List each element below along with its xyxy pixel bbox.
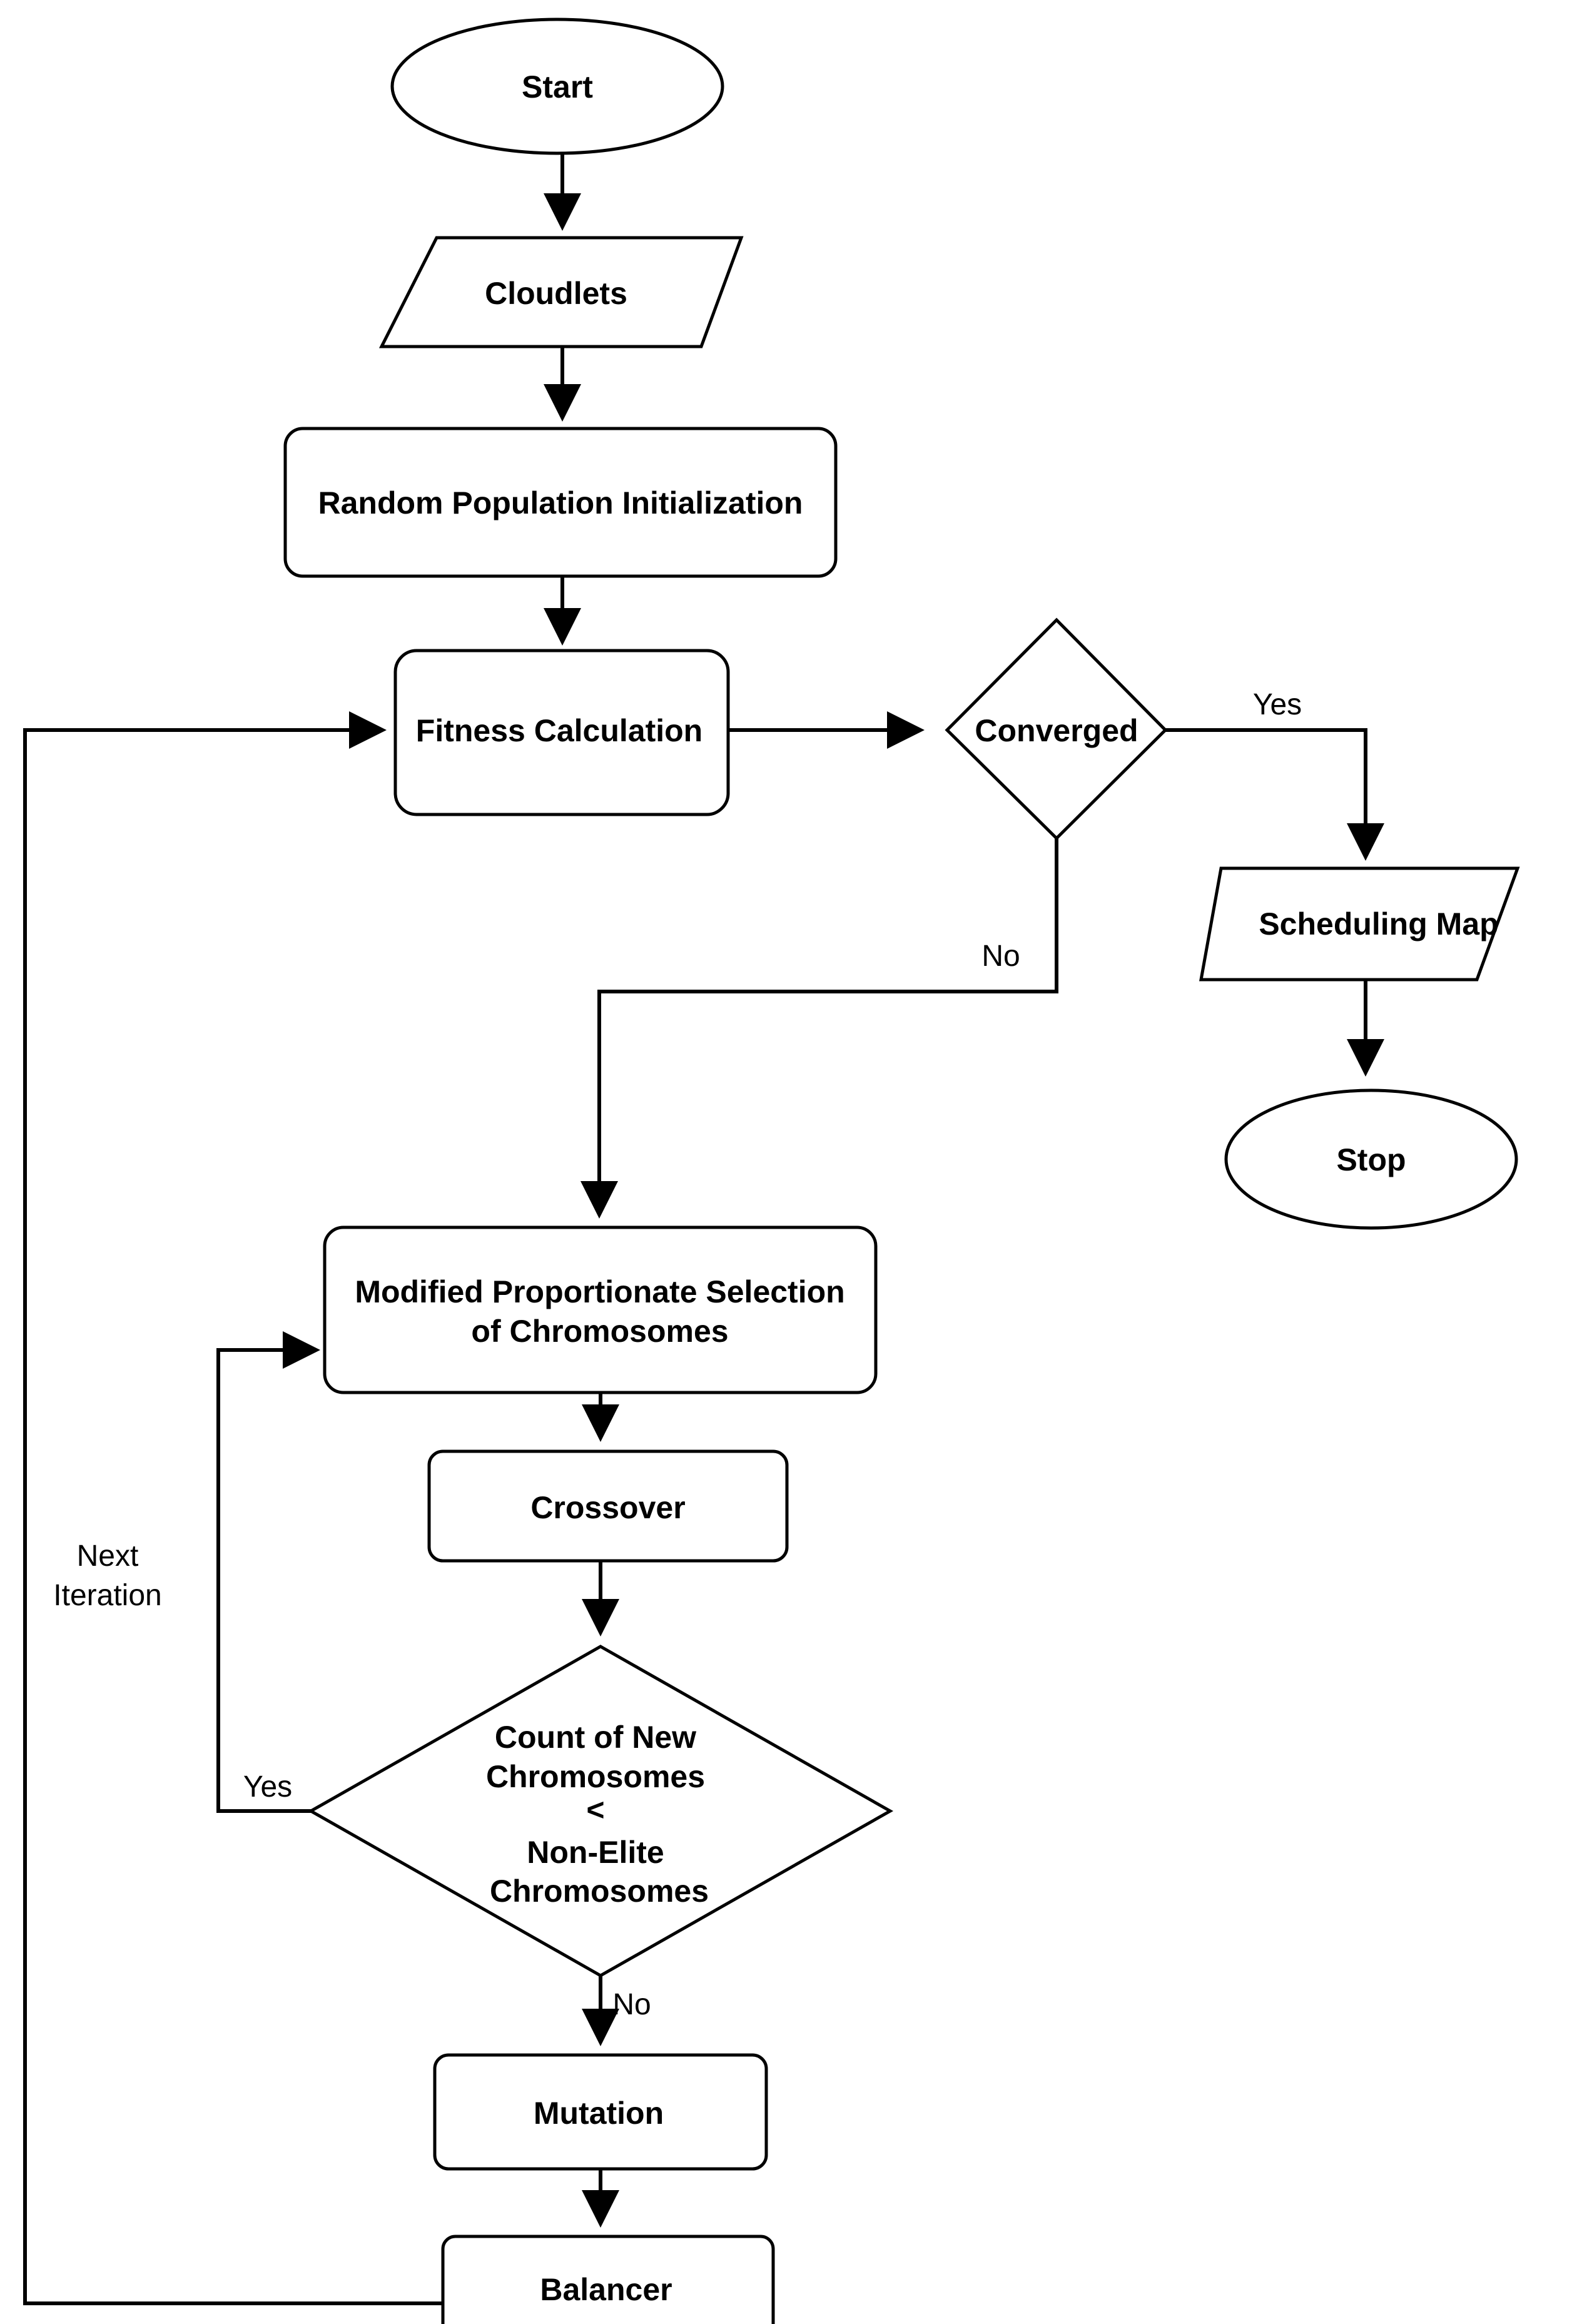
- start-label: Start: [522, 69, 593, 104]
- mutation-label: Mutation: [534, 2096, 664, 2131]
- count-decision: [307, 1645, 894, 1977]
- count-yes-label: Yes: [243, 1770, 292, 1804]
- selection-process: [323, 1225, 878, 1394]
- count-no-label: No: [612, 1988, 651, 2021]
- edge-count-yes: [216, 1331, 320, 1813]
- next-iteration-label-line2: Iteration: [53, 1579, 161, 1612]
- selection-label-line1: Modified Proportionate Selection: [355, 1274, 844, 1309]
- count-label-line2: Chromosomes: [486, 1759, 705, 1794]
- cloudlets-label: Cloudlets: [485, 276, 627, 311]
- stop-terminal: [1224, 1088, 1518, 1230]
- cloudlets-input: [378, 236, 744, 348]
- scheduling-map-label: Scheduling Map: [1259, 906, 1498, 941]
- count-label-line3: <: [586, 1792, 604, 1827]
- edge-converged-yes: [1165, 728, 1384, 861]
- selection-label-line2: of Chromosomes: [471, 1314, 728, 1349]
- converged-no-label: No: [981, 940, 1020, 973]
- count-label-line5: Chromosomes: [490, 1874, 709, 1909]
- converged-yes-label: Yes: [1253, 688, 1302, 721]
- crossover-process: [427, 1449, 789, 1563]
- mutation-process: [433, 2053, 768, 2171]
- random-init-label: Random Population Initialization: [318, 485, 803, 520]
- count-label-line4: Non-Elite: [527, 1835, 664, 1870]
- scheduling-map-output: [1199, 866, 1520, 982]
- start-terminal: [390, 18, 724, 155]
- count-label-line1: Count of New: [495, 1720, 696, 1755]
- converged-label: Converged: [975, 713, 1138, 748]
- crossover-label: Crossover: [530, 1490, 685, 1525]
- balancer-process: [441, 2235, 775, 2324]
- edge-converged-no: [581, 838, 1058, 1219]
- stop-label: Stop: [1336, 1142, 1406, 1177]
- balancer-label: Balancer: [540, 2272, 672, 2307]
- converged-decision: [945, 617, 1168, 841]
- next-iteration-label-line1: Next: [77, 1540, 139, 1573]
- edge-next-iteration: [23, 711, 443, 2305]
- random-init-process: [283, 427, 838, 578]
- fitness-label: Fitness Calculation: [416, 713, 702, 748]
- fitness-process: [393, 649, 730, 816]
